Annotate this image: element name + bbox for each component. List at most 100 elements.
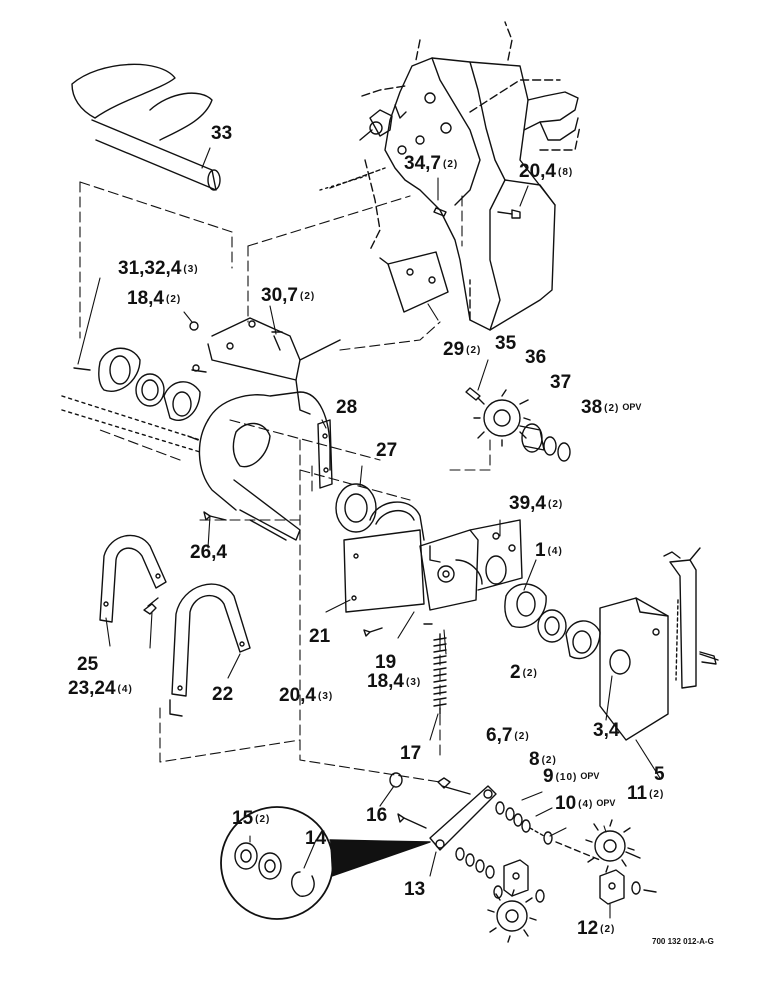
- callout-number: 18,4: [367, 671, 404, 692]
- callout-option: OPV: [580, 771, 600, 781]
- callout-number: 28: [336, 397, 358, 418]
- callout-39-4: 39,4(2): [509, 494, 566, 513]
- callout-number: 22: [212, 684, 234, 705]
- callout-29: 29(2): [443, 340, 484, 359]
- callout-quantity: (2): [514, 731, 530, 742]
- callout-quantity: (2): [299, 291, 316, 302]
- bolts: [143, 321, 719, 661]
- plate-21: [343, 501, 425, 613]
- hanger-strap-25: [99, 534, 167, 623]
- callout-quantity: (2): [466, 345, 482, 356]
- callout-11: 11(2): [627, 784, 667, 803]
- callout-18-4-3: 18,4(3): [367, 672, 424, 691]
- callout-number: 13: [404, 879, 426, 900]
- spring-17: [433, 633, 447, 715]
- callout-quantity: (4): [117, 684, 133, 695]
- callout-number: 37: [550, 372, 572, 393]
- callout-quantity: (2): [522, 668, 538, 679]
- callout-number: 8: [529, 749, 540, 770]
- callout-number: 9: [543, 766, 554, 787]
- callout-19: 19: [375, 653, 401, 672]
- callout-number: 6,7: [486, 725, 513, 746]
- callout-20-4-8: 20,4(8): [519, 162, 576, 181]
- tension-arm: [663, 547, 717, 689]
- callout-quantity: (3): [183, 264, 199, 275]
- callout-3-4: 3,4: [593, 721, 624, 740]
- sprocket-11-lower: [487, 889, 537, 943]
- callout-8: 8(2): [529, 750, 560, 769]
- callout-quantity: (4): [578, 799, 594, 810]
- callout-quantity: (2): [649, 789, 665, 800]
- figure-id: 700 132 012-A-G: [652, 937, 714, 946]
- callout-30-7: 30,7(2): [261, 286, 318, 305]
- callout-12: 12(2): [577, 919, 618, 938]
- bracket-29: [379, 251, 449, 313]
- callout-quantity: (2): [255, 814, 271, 825]
- callout-number: 2: [510, 662, 521, 683]
- callout-quantity: (2): [547, 499, 564, 510]
- seal-ring-27: [335, 483, 377, 533]
- callout-quantity: (8): [557, 167, 574, 178]
- callout-number: 11: [627, 783, 648, 804]
- callout-number: 19: [375, 652, 397, 673]
- callout-number: 30,7: [261, 285, 298, 306]
- callout-number: 17: [400, 743, 422, 764]
- callout-17: 17: [400, 744, 426, 763]
- drive-housing: [198, 317, 341, 541]
- callout-35: 35: [495, 334, 521, 353]
- callout-25: 25: [77, 655, 103, 674]
- callout-1: 1(4): [535, 541, 566, 560]
- shield-5: [599, 597, 669, 741]
- callout-option: OPV: [596, 798, 616, 808]
- callout-number: 14: [305, 828, 327, 849]
- callout-number: 21: [309, 626, 331, 647]
- callout-number: 23,24: [68, 678, 116, 699]
- block-12-lower: [599, 869, 657, 905]
- callout-number: 34,7: [404, 153, 441, 174]
- callout-quantity: (4): [547, 546, 563, 557]
- callout-18-4-2: 18,4(2): [127, 289, 184, 308]
- hanger-strap-22: [169, 583, 251, 717]
- callout-2: 2(2): [510, 663, 541, 682]
- callout-number: 18,4: [127, 288, 164, 309]
- callout-37: 37: [550, 373, 576, 392]
- bearing-flange-left: [73, 347, 207, 441]
- callout-23-24: 23,24(4): [68, 679, 136, 698]
- callout-number: 29: [443, 339, 465, 360]
- callout-quantity: (2): [604, 403, 620, 414]
- callout-14: 14: [305, 829, 331, 848]
- projection-lines: [79, 181, 491, 783]
- strap-28: [317, 419, 333, 489]
- callout-quantity: (2): [442, 159, 459, 170]
- callout-27: 27: [376, 441, 402, 460]
- callout-number: 38: [581, 397, 603, 418]
- sprocket-36: [465, 387, 571, 462]
- callout-10: 10(4)OPV: [555, 794, 615, 813]
- callout-number: 16: [366, 805, 388, 826]
- callout-number: 33: [211, 123, 233, 144]
- callout-quantity: (2): [541, 755, 557, 766]
- block-12-upper: [493, 859, 545, 903]
- callout-number: 36: [525, 347, 547, 368]
- callout-22: 22: [212, 685, 238, 704]
- callout-26-4: 26,4: [190, 543, 232, 562]
- callout-9: 9(10)OPV: [543, 767, 599, 786]
- diagonal-tube: [61, 175, 367, 453]
- idler-bracket-19: [419, 519, 523, 611]
- callout-20-4-3: 20,4(3): [279, 686, 336, 705]
- callout-number: 1: [535, 540, 546, 561]
- sprocket-11-upper: [585, 819, 641, 873]
- callout-number: 31,32,4: [118, 258, 182, 279]
- callout-quantity: (2): [600, 924, 616, 935]
- callout-number: 35: [495, 333, 517, 354]
- callout-number: 3,4: [593, 720, 620, 741]
- idler-arm-13: [389, 772, 601, 879]
- callout-number: 20,4: [279, 685, 316, 706]
- callout-16: 16: [366, 806, 392, 825]
- detail-callout-circle: [220, 806, 431, 920]
- callout-31-32-4: 31,32,4(3): [118, 259, 202, 278]
- callout-34-7: 34,7(2): [404, 154, 461, 173]
- callout-quantity: (10): [555, 772, 578, 783]
- callout-quantity: (2): [165, 294, 182, 305]
